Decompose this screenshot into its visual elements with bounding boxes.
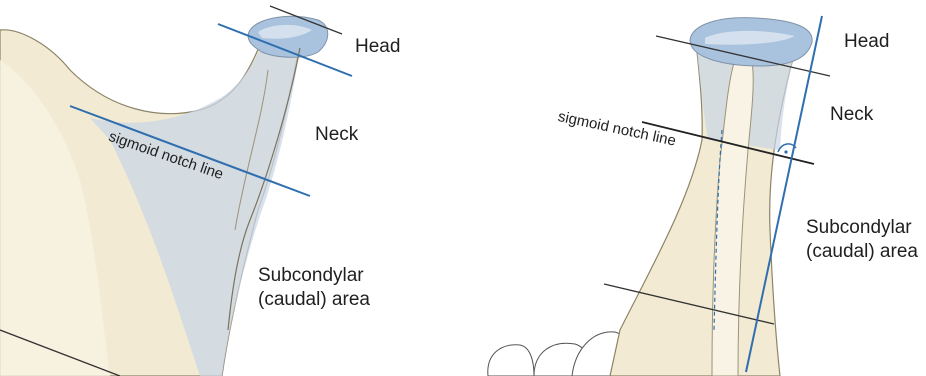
right-subcondylar-label-line1: Subcondylar xyxy=(806,216,912,240)
right-panel xyxy=(488,16,830,376)
left-subcondylar-label-line1: Subcondylar xyxy=(258,264,364,288)
right-subcondylar-label-line2: (caudal) area xyxy=(806,240,918,264)
right-teeth xyxy=(488,332,631,376)
left-head-label: Head xyxy=(355,36,400,58)
left-panel xyxy=(0,6,352,376)
right-angle-dot xyxy=(784,150,787,153)
left-subcondylar-label-line2: (caudal) area xyxy=(258,288,370,312)
left-neck-label: Neck xyxy=(315,124,358,146)
right-head-label: Head xyxy=(844,31,889,53)
right-neck-label: Neck xyxy=(830,104,873,126)
